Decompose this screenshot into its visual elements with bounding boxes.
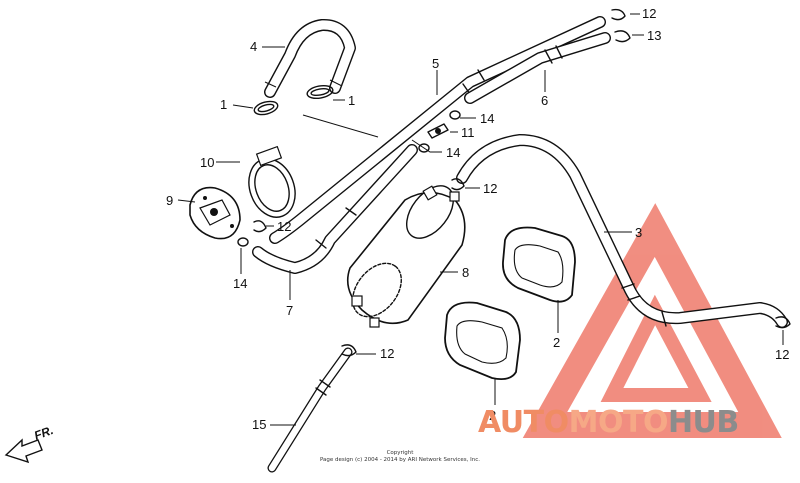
callout-1-right: 1 — [348, 93, 355, 108]
clip-part-12-right — [775, 316, 791, 329]
rubber-mount-part-2-upper — [502, 226, 576, 303]
clip-part-14-upper — [449, 110, 461, 120]
watermark-auto: AUTO — [478, 405, 569, 440]
hose-part-4 — [264, 19, 356, 98]
callout-8: 8 — [462, 265, 469, 280]
clamp-part-1-left — [253, 100, 279, 116]
clip-part-14-mid — [418, 143, 430, 153]
callout-9: 9 — [166, 193, 173, 208]
callout-3: 3 — [635, 225, 642, 240]
hose-part-7 — [252, 144, 418, 274]
callout-2-upper: 2 — [553, 335, 560, 350]
callout-12-mid: 12 — [483, 181, 497, 196]
watermark-triangle — [522, 203, 782, 438]
clamp-part-1-right — [306, 84, 334, 100]
callout-14-left: 14 — [233, 276, 247, 291]
copyright-text: Page design (c) 2004 - 2014 by ARI Netwo… — [319, 457, 481, 463]
callout-2-lower: 2 — [489, 408, 496, 423]
callout-12-top: 12 — [642, 6, 656, 21]
watermark-logo: AUTOMOTOHUB — [478, 405, 739, 440]
clip-part-14-left — [237, 237, 249, 247]
callout-labels: 4 1 1 5 6 12 13 14 11 14 12 10 9 12 14 7… — [166, 6, 789, 432]
clip-part-12-lower — [341, 344, 357, 357]
hose-part-15 — [267, 347, 353, 473]
fitting-part-11 — [427, 123, 449, 139]
clip-part-12-top — [611, 8, 626, 21]
front-label: FR. — [32, 423, 55, 443]
callout-1-left: 1 — [220, 97, 227, 112]
leader-lines — [177, 13, 784, 426]
hose-part-6 — [464, 32, 611, 104]
callout-11: 11 — [461, 125, 475, 140]
callout-14-upper: 14 — [480, 111, 494, 126]
fuel-filter-part-8 — [346, 185, 466, 328]
clip-part-12-left — [253, 220, 267, 233]
svg-text:AUTOMOTOHUB: AUTOMOTOHUB — [478, 405, 739, 440]
callout-12-lower: 12 — [380, 346, 394, 361]
watermark-moto: MOTO — [569, 405, 668, 440]
callout-12-left: 12 — [277, 219, 291, 234]
bracket-part-10 — [248, 145, 296, 218]
callout-13: 13 — [647, 28, 661, 43]
callout-4: 4 — [250, 39, 257, 54]
clip-part-13 — [614, 30, 631, 43]
hose-part-3 — [456, 134, 788, 328]
callout-15: 15 — [252, 417, 266, 432]
clip-part-12-mid — [451, 178, 465, 191]
front-direction-marker: FR. — [4, 423, 55, 464]
callout-5: 5 — [432, 56, 439, 71]
callout-14-mid: 14 — [446, 145, 460, 160]
callout-6: 6 — [541, 93, 548, 108]
copyright-notice: Copyright Page design (c) 2004 - 2014 by… — [300, 450, 500, 464]
callout-10: 10 — [200, 155, 214, 170]
copyright-title: Copyright — [386, 450, 414, 456]
callout-7: 7 — [286, 303, 293, 318]
watermark-hub: HUB — [668, 405, 739, 440]
callout-12-right: 12 — [775, 347, 789, 362]
pump-part-9 — [189, 186, 241, 240]
rubber-mount-part-2-lower — [444, 301, 521, 381]
